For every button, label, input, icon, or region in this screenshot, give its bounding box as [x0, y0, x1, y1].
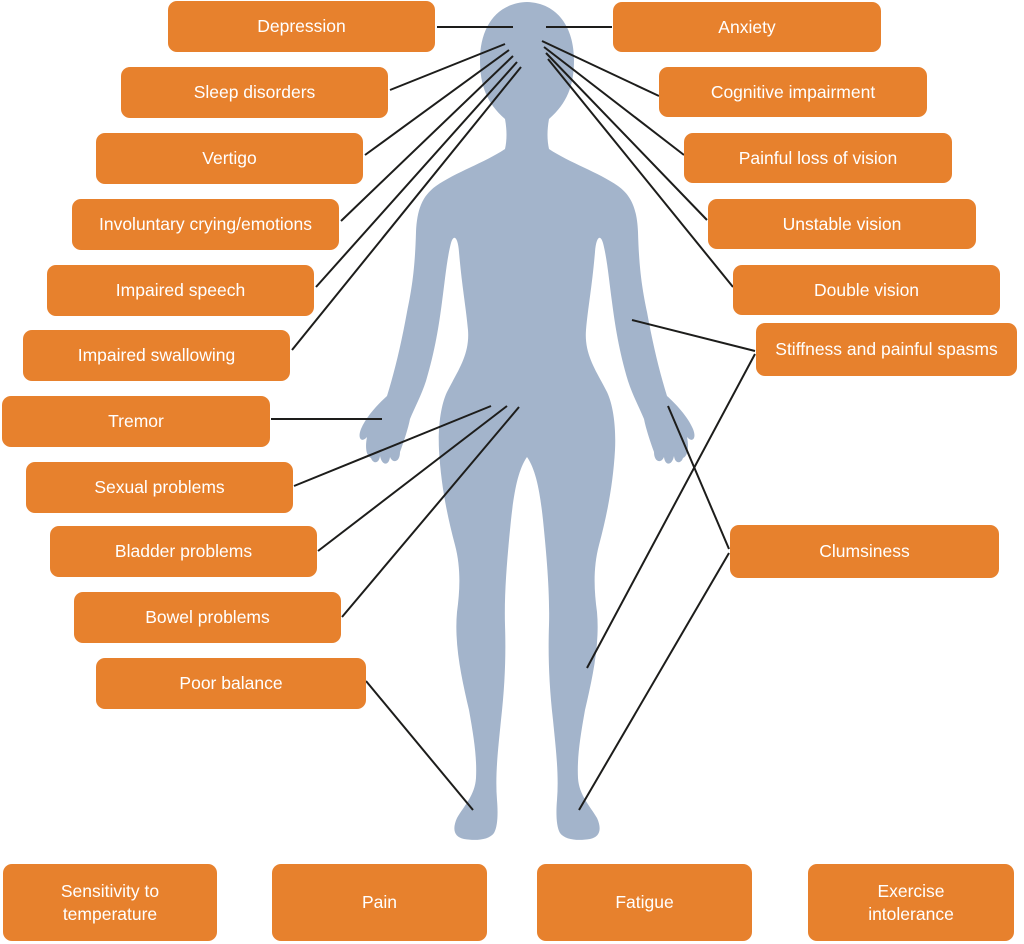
label-painful-loss-of-vision: Painful loss of vision: [684, 133, 952, 183]
connector-involuntary-crying-emotions-to-head: [340, 55, 514, 222]
connector-cognitive-impairment-to-head: [541, 40, 660, 97]
connector-double-vision-to-head: [547, 58, 734, 288]
label-text: Bowel problems: [145, 607, 270, 628]
label-stiffness-and-painful-spasms: Stiffness and painful spasms: [756, 323, 1017, 376]
label-text: Fatigue: [615, 892, 674, 913]
label-text: Bladder problems: [114, 541, 253, 562]
connector-unstable-vision-to-head: [545, 52, 708, 221]
label-sensitivity-to-temperature: Sensitivity to temperature: [3, 864, 217, 941]
label-pain: Pain: [272, 864, 487, 941]
label-text: Sexual problems: [94, 477, 225, 498]
label-anxiety: Anxiety: [613, 2, 881, 52]
connector-sexual-problems-to-pelvis: [293, 405, 492, 487]
label-text: Depression: [257, 16, 346, 37]
label-double-vision: Double vision: [733, 265, 1000, 315]
connector-sleep-disorders-to-head: [389, 43, 506, 91]
label-text: Vertigo: [202, 148, 257, 169]
label-vertigo: Vertigo: [96, 133, 363, 184]
label-bowel-problems: Bowel problems: [74, 592, 341, 643]
label-sexual-problems: Sexual problems: [26, 462, 293, 513]
label-depression: Depression: [168, 1, 435, 52]
connector-clumsiness-to-right-ankle: [578, 552, 730, 811]
connector-vertigo-to-head: [364, 49, 510, 156]
label-text: Sensitivity to temperature: [60, 880, 160, 924]
connector-clumsiness-to-right-hand: [667, 405, 730, 550]
label-text: Impaired swallowing: [77, 345, 236, 366]
connector-stiffness-and-painful-spasms-to-right-calf: [586, 353, 756, 669]
label-fatigue: Fatigue: [537, 864, 752, 941]
label-text: Double vision: [813, 279, 920, 300]
label-exercise-intolerance: Exercise intolerance: [808, 864, 1014, 941]
label-text: Cognitive impairment: [710, 81, 876, 102]
label-text: Sleep disorders: [193, 82, 316, 103]
label-clumsiness: Clumsiness: [730, 525, 999, 578]
label-text: Painful loss of vision: [738, 147, 898, 168]
connector-bowel-problems-to-pelvis: [341, 406, 520, 618]
connector-stiffness-and-painful-spasms-to-right-upper-arm: [631, 319, 756, 352]
connector-painful-loss-of-vision-to-head: [543, 46, 685, 156]
label-tremor: Tremor: [2, 396, 270, 447]
label-text: Unstable vision: [782, 213, 902, 234]
label-sleep-disorders: Sleep disorders: [121, 67, 388, 118]
label-text: Exercise intolerance: [868, 880, 954, 924]
connector-impaired-swallowing-to-head: [291, 66, 522, 351]
label-impaired-speech: Impaired speech: [47, 265, 314, 316]
connector-poor-balance-to-left-ankle: [365, 680, 474, 811]
label-text: Involuntary crying/emotions: [98, 214, 313, 235]
label-impaired-swallowing: Impaired swallowing: [23, 330, 290, 381]
label-cognitive-impairment: Cognitive impairment: [659, 67, 927, 117]
label-text: Tremor: [108, 411, 164, 432]
connector-bladder-problems-to-pelvis: [317, 405, 508, 552]
label-text: Stiffness and painful spasms: [775, 339, 998, 360]
label-poor-balance: Poor balance: [96, 658, 366, 709]
label-text: Impaired speech: [115, 280, 246, 301]
connector-impaired-speech-to-head: [315, 61, 518, 288]
label-text: Poor balance: [179, 673, 283, 694]
label-text: Anxiety: [718, 16, 776, 37]
label-text: Clumsiness: [819, 541, 910, 562]
label-unstable-vision: Unstable vision: [708, 199, 976, 249]
label-bladder-problems: Bladder problems: [50, 526, 317, 577]
label-involuntary-crying-emotions: Involuntary crying/emotions: [72, 199, 339, 250]
connector-lines: [271, 26, 756, 811]
human-body-silhouette: [359, 2, 695, 840]
label-text: Pain: [361, 892, 398, 913]
